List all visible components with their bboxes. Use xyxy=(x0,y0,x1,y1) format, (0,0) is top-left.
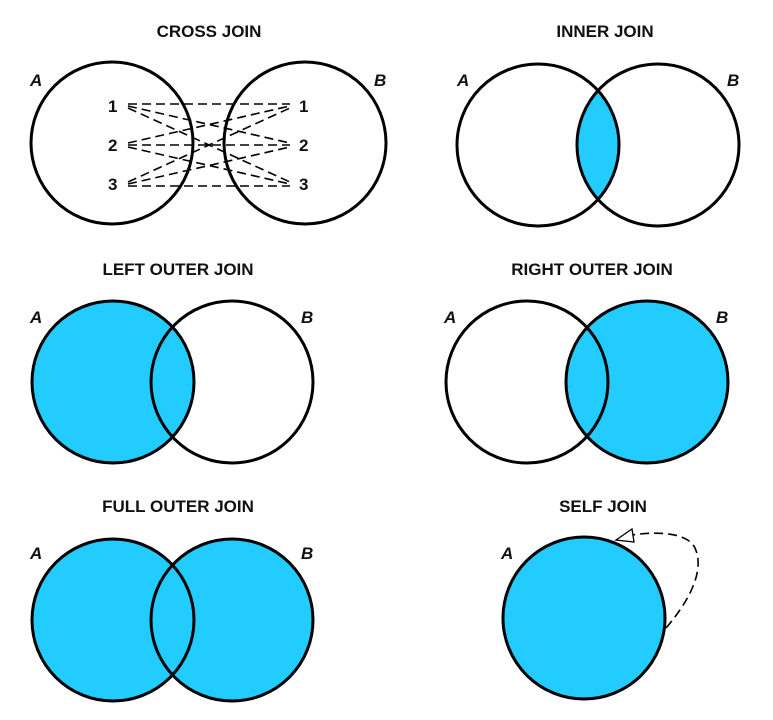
set-a-label: A xyxy=(500,544,513,563)
row-a-3: 3 xyxy=(108,175,117,194)
panel-self-join: SELF JOIN A xyxy=(500,497,699,701)
set-a-label: A xyxy=(29,308,42,327)
cross-join-pair-lines xyxy=(127,103,291,187)
panel-title: CROSS JOIN xyxy=(157,22,262,41)
circle-b xyxy=(575,62,741,228)
set-b-label: B xyxy=(301,544,313,563)
row-b-3: 3 xyxy=(299,175,308,194)
pair-line-3-1 xyxy=(127,107,291,183)
set-b-label: B xyxy=(374,71,386,90)
panel-title: FULL OUTER JOIN xyxy=(102,497,254,516)
circle-a xyxy=(455,62,621,228)
panel-inner-join: INNER JOIN A B xyxy=(455,22,741,228)
set-a-label: A xyxy=(29,544,42,563)
set-b-label: B xyxy=(727,71,739,90)
self-reference-arrow-line xyxy=(631,532,699,629)
set-a-fill xyxy=(32,301,194,463)
row-a-1: 1 xyxy=(108,97,117,116)
panel-title: SELF JOIN xyxy=(559,497,647,516)
circle-a xyxy=(501,535,667,701)
circle-b xyxy=(564,299,730,465)
arrowhead-icon xyxy=(614,527,635,543)
set-a-fill xyxy=(32,539,194,701)
panel-right-outer-join: RIGHT OUTER JOIN A B xyxy=(443,260,730,465)
row-b-2: 2 xyxy=(299,136,308,155)
panel-full-outer-join: FULL OUTER JOIN A B xyxy=(29,497,315,703)
circle-b xyxy=(222,60,388,226)
circle-a xyxy=(30,537,196,703)
panel-cross-join: CROSS JOIN A B 1 2 3 1 2 3 xyxy=(29,22,388,226)
circle-b xyxy=(149,299,315,465)
set-a-fill xyxy=(503,537,665,699)
circle-b xyxy=(149,537,315,703)
set-a-label: A xyxy=(29,71,42,90)
panel-title: INNER JOIN xyxy=(556,22,653,41)
row-b-1: 1 xyxy=(299,97,308,116)
set-b-label: B xyxy=(716,308,728,327)
set-a-label: A xyxy=(443,308,456,327)
set-a-label: A xyxy=(456,71,469,90)
set-b-label: B xyxy=(301,308,313,327)
panel-title: RIGHT OUTER JOIN xyxy=(511,260,673,279)
set-b-fill xyxy=(566,301,728,463)
set-b-fill xyxy=(151,539,313,701)
row-a-2: 2 xyxy=(108,136,117,155)
circle-a xyxy=(30,299,196,465)
panel-title: LEFT OUTER JOIN xyxy=(102,260,253,279)
circle-a xyxy=(444,299,610,465)
circle-a xyxy=(29,60,195,226)
panel-left-outer-join: LEFT OUTER JOIN A B xyxy=(29,260,315,465)
